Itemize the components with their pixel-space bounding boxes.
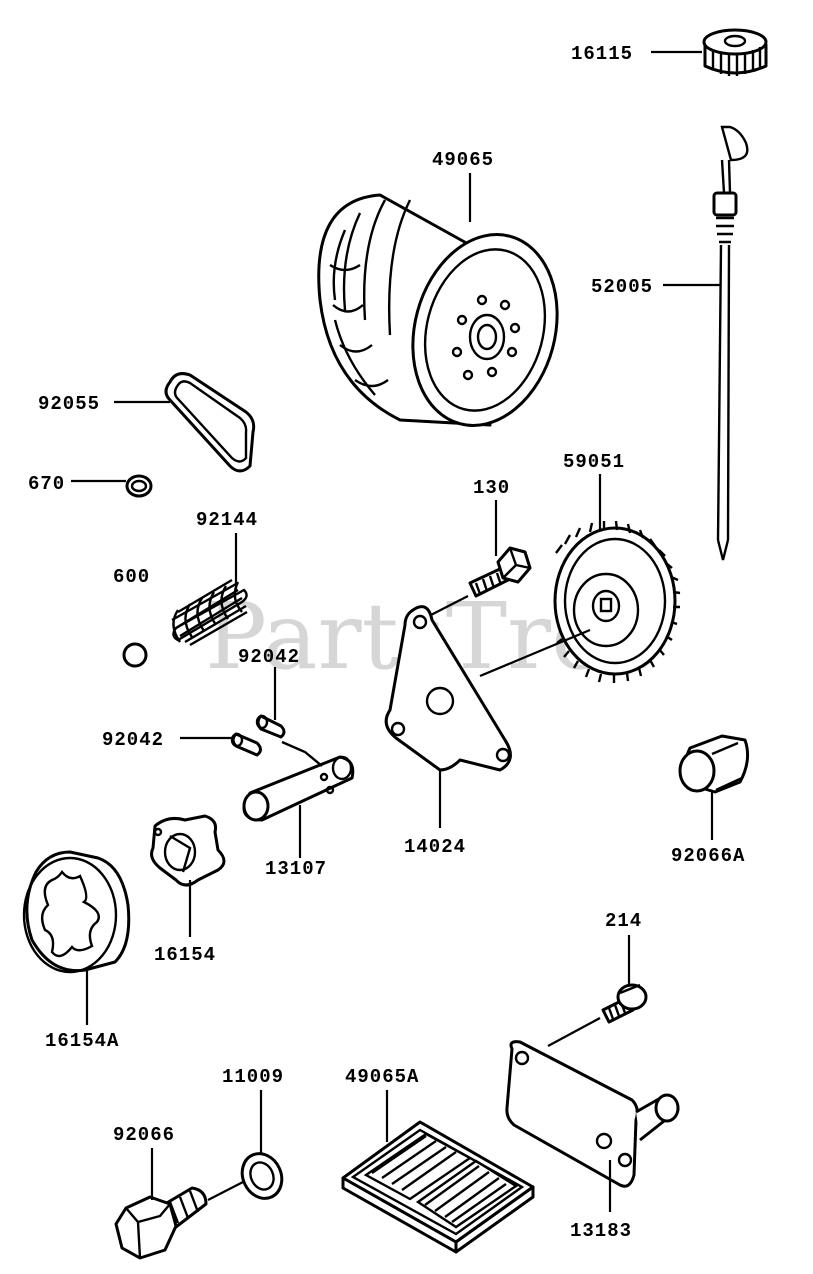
label-670: 670: [28, 473, 65, 495]
part-600-ball[interactable]: [122, 642, 148, 668]
part-670-o-ring[interactable]: [125, 474, 153, 498]
part-59051-gear[interactable]: [553, 520, 681, 683]
part-92042-pin-lower[interactable]: [230, 732, 262, 757]
label-600: 600: [113, 566, 150, 588]
part-16115-oil-cap[interactable]: [702, 28, 768, 76]
label-92066: 92066: [113, 1124, 175, 1146]
label-92042-upper: 92042: [238, 646, 300, 668]
part-49065-oil-filter[interactable]: [317, 193, 578, 442]
label-14024: 14024: [404, 836, 466, 858]
label-214: 214: [605, 910, 642, 932]
leader-214-to-13183: [547, 1017, 601, 1047]
part-92066A-plug[interactable]: [678, 734, 750, 794]
part-11009-washer[interactable]: [235, 1147, 289, 1205]
label-11009: 11009: [222, 1066, 284, 1088]
part-13183-pickup[interactable]: [505, 1040, 680, 1188]
part-92066-drain-bolt[interactable]: [114, 1186, 208, 1260]
label-52005: 52005: [591, 276, 653, 298]
label-13183: 13183: [570, 1220, 632, 1242]
label-16115: 16115: [571, 43, 633, 65]
leader-11009-to-92066: [207, 1181, 244, 1201]
label-49065: 49065: [432, 149, 494, 171]
label-130: 130: [473, 477, 510, 499]
part-16154A-outer-rotor[interactable]: [22, 850, 131, 974]
part-13107-shaft[interactable]: [242, 740, 355, 822]
leader-130-to-14024: [424, 595, 469, 619]
label-92144: 92144: [196, 509, 258, 531]
label-13107: 13107: [265, 858, 327, 880]
part-92055-gasket[interactable]: [164, 372, 256, 473]
label-59051: 59051: [563, 451, 625, 473]
label-49065A: 49065A: [345, 1066, 419, 1088]
leader-59051-shaft: [479, 628, 591, 678]
part-214-screw[interactable]: [601, 983, 648, 1024]
label-16154: 16154: [154, 944, 216, 966]
part-16154-inner-rotor[interactable]: [150, 814, 226, 887]
part-14024-plate[interactable]: [384, 605, 512, 772]
part-130-bolt[interactable]: [468, 546, 532, 598]
label-92055: 92055: [38, 393, 100, 415]
label-16154A: 16154A: [45, 1030, 119, 1052]
part-92042-pin-upper[interactable]: [255, 714, 286, 739]
label-92042-lower: 92042: [102, 729, 164, 751]
part-49065A-strainer[interactable]: [341, 1120, 535, 1254]
part-52005-dipstick[interactable]: [712, 125, 749, 561]
part-92144-spring[interactable]: [171, 578, 248, 647]
label-92066A: 92066A: [671, 845, 745, 867]
